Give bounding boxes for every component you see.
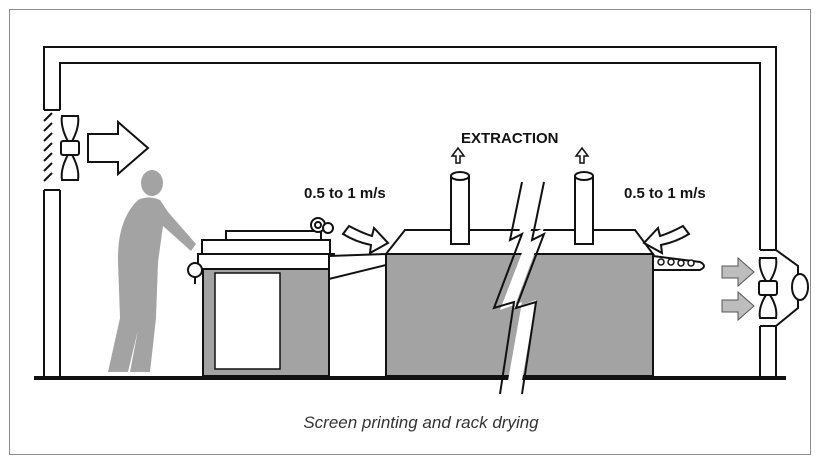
exhaust-housing (775, 249, 809, 327)
extraction-label: EXTRACTION (461, 130, 559, 147)
room-walls (43, 46, 777, 378)
arrow-up-icon (574, 146, 590, 164)
floor-line (34, 376, 786, 380)
screen-printing-press (187, 217, 335, 377)
arrow-right-icon (721, 256, 755, 288)
curved-arrow-icon (341, 224, 390, 255)
intake-louvre (43, 112, 53, 182)
extraction-duct-left (450, 171, 470, 245)
arrow-right-icon (87, 119, 150, 177)
diagram-border (9, 9, 811, 455)
fan-icon (758, 257, 778, 319)
air-velocity-label-left: 0.5 to 1 m/s (304, 185, 386, 202)
worker-figure (108, 170, 196, 372)
zigzag-break-icon (492, 178, 546, 395)
curved-arrow-icon (642, 224, 691, 255)
rack-dryer (383, 229, 705, 377)
arrow-right-icon (721, 290, 755, 322)
extraction-duct-right (574, 171, 594, 245)
conveyor-belt (328, 252, 387, 281)
arrow-up-icon (450, 146, 466, 164)
fan-icon (60, 115, 80, 181)
air-velocity-label-right: 0.5 to 1 m/s (624, 185, 706, 202)
figure-caption: Screen printing and rack drying (303, 413, 539, 432)
